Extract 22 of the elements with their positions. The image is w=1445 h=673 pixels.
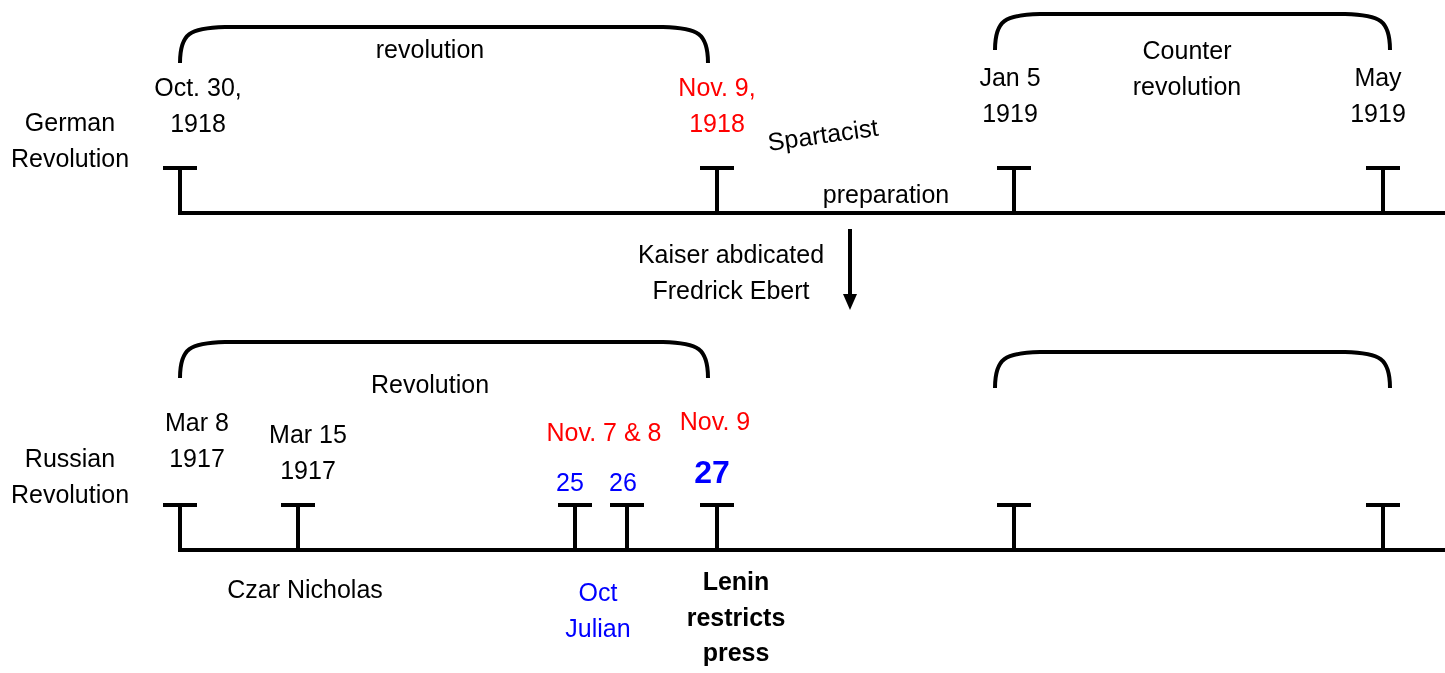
timeline-label: Oct Julian [564, 576, 632, 643]
timeline-label: German Revolution [9, 106, 131, 173]
timeline-label: Lenin restricts press [685, 565, 787, 668]
timeline-label: 25 [555, 467, 585, 499]
timeline-label: Russian Revolution [9, 442, 131, 509]
timeline-label: Counter revolution [1131, 34, 1243, 101]
timeline-label: Revolution [369, 369, 491, 401]
timeline-label: Mar 15 1917 [268, 418, 348, 485]
timeline-label: preparation [821, 179, 951, 211]
timeline-label: revolution [374, 34, 486, 66]
timeline-label: 27 [693, 453, 731, 493]
timeline-label: Czar Nicholas [226, 574, 384, 606]
timeline-label: May 1919 [1349, 61, 1407, 128]
timeline-label: Nov. 9 [678, 406, 752, 438]
timeline-label: Oct. 30, 1918 [153, 71, 243, 138]
timeline-label: Nov. 7 & 8 [545, 417, 663, 449]
timeline-label: Mar 8 1917 [164, 406, 230, 473]
timeline-label: Jan 5 1919 [978, 61, 1042, 128]
timeline-label: Kaiser abdicated Fredrick Ebert [636, 238, 826, 305]
timeline-label: 26 [608, 467, 638, 499]
timeline-label: Nov. 9, 1918 [677, 71, 757, 138]
timeline-label: Spartacist [764, 111, 881, 158]
